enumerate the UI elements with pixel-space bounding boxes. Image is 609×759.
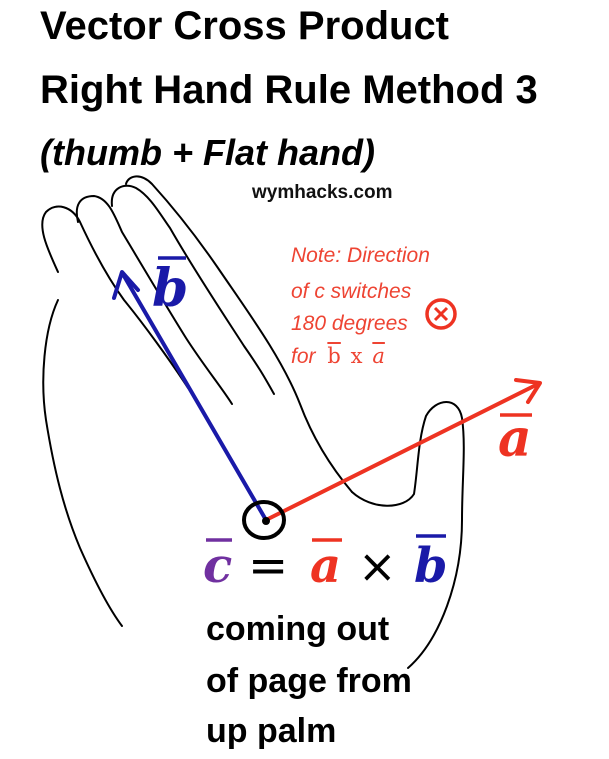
- vector-c-out-of-page-symbol: [242, 500, 286, 540]
- hand-finger-outer: [41, 205, 189, 389]
- vector-b-arrowhead: [112, 270, 140, 300]
- hand-finger-index: [75, 195, 233, 405]
- title-line-1: Vector Cross Product: [40, 4, 450, 48]
- title-line-2: Right Hand Rule Method 3: [40, 68, 538, 112]
- description-line-3: up palm: [206, 712, 337, 750]
- description-line-2: of page from: [206, 662, 412, 700]
- hand-finger-top: [125, 175, 353, 493]
- note-a: a: [372, 344, 385, 368]
- vector-a-arrowhead: [514, 378, 542, 404]
- note-b: b: [327, 344, 341, 368]
- vector-b-line: [122, 274, 268, 522]
- title-line-3: (thumb + Flat hand): [40, 132, 375, 173]
- equation-c: c: [203, 538, 232, 594]
- vector-a: [264, 378, 542, 522]
- equation: c = a × b: [203, 534, 448, 594]
- website-label: wymhacks.com: [252, 182, 393, 203]
- hand-thumb: [351, 401, 465, 669]
- into-page-icon: [425, 298, 457, 330]
- equation-a: a: [310, 538, 341, 594]
- description-line-1: coming out: [206, 610, 390, 648]
- vector-a-line: [264, 382, 540, 522]
- hand-outline: [41, 175, 465, 669]
- note-line-4: for b x a: [291, 344, 385, 369]
- hand-palm-left: [42, 299, 123, 627]
- note-line-3: 180 degrees: [291, 312, 408, 335]
- equation-b: b: [414, 538, 448, 594]
- hand-finger-middle: [110, 184, 275, 395]
- equation-times: ×: [358, 539, 397, 593]
- note-line-1: Note: Direction: [291, 244, 430, 267]
- note-line-2: of c switches: [291, 280, 412, 303]
- note-x: x: [350, 344, 363, 368]
- vector-b: [112, 270, 268, 522]
- vector-a-label: a: [498, 408, 532, 469]
- equation-equals: =: [248, 538, 288, 594]
- vector-b-label: b: [152, 258, 188, 319]
- note-for: for: [291, 345, 316, 368]
- origin-dot: [262, 517, 270, 525]
